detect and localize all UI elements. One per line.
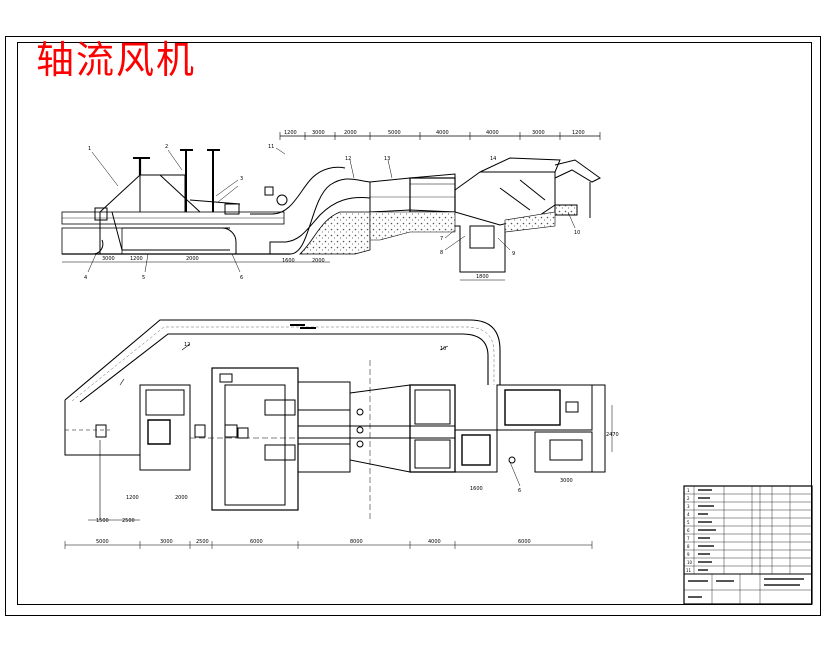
dim-label: 4000 [436, 130, 449, 136]
top-dim-labels: 1200 3000 2000 5000 4000 4000 3000 1200 [284, 130, 585, 136]
dim-label: 2470 [606, 432, 619, 438]
dim-label: 3000 [560, 478, 573, 484]
dim-label: 1200 [130, 256, 143, 262]
dim-label: 1800 [476, 274, 489, 280]
part-label: 6 [240, 275, 243, 281]
row-number: 9 [687, 552, 690, 557]
dim-label: 1200 [284, 130, 297, 136]
row-number: 4 [687, 512, 690, 517]
bottom-dim-labels: 3000 1200 2000 1600 2000 1800 [102, 256, 489, 280]
part-label: 3 [240, 176, 243, 182]
dim-label: 4000 [486, 130, 499, 136]
dim-label: 3000 [532, 130, 545, 136]
part-labels: 1 2 3 4 5 6 7 8 9 10 11 12 13 14 [84, 144, 580, 281]
part-label: 12 [345, 156, 351, 162]
dim-label: 6000 [518, 539, 531, 545]
part-label: 7 [440, 236, 443, 242]
dim-label: 1600 [282, 258, 295, 264]
drawing-title: 轴流风机 [36, 38, 197, 82]
part-label: 2 [165, 144, 168, 150]
row-number: 1 [687, 488, 690, 493]
dim-label: 5000 [96, 539, 109, 545]
part-label: 9 [512, 251, 515, 257]
plan-label: 10 [440, 346, 446, 352]
part-label: 11 [268, 144, 274, 150]
dim-label: 6000 [250, 539, 263, 545]
dim-label: 1200 [126, 495, 139, 501]
part-label: 1 [88, 146, 91, 152]
plan-label: 12 [184, 342, 190, 348]
dim-label: 1200 [572, 130, 585, 136]
dim-label: 2500 [196, 539, 209, 545]
dim-label: 3000 [102, 256, 115, 262]
drawing-border-inner [17, 42, 812, 605]
row-number: 7 [687, 536, 690, 541]
title-block: 1 2 3 4 5 6 7 8 9 10 11 [683, 485, 813, 605]
part-label: 8 [440, 250, 443, 256]
dim-label: 1500 [96, 518, 109, 524]
dim-label: 1600 [470, 486, 483, 492]
dim-label: 2500 [122, 518, 135, 524]
part-label: 14 [490, 156, 496, 162]
dim-label: 2000 [344, 130, 357, 136]
dim-label: 3000 [160, 539, 173, 545]
part-label: 4 [84, 275, 87, 281]
title-block-rows: 1 2 3 4 5 6 7 8 9 10 11 [686, 488, 693, 573]
row-number: 2 [687, 496, 690, 501]
row-number: 8 [687, 544, 690, 549]
row-number: 11 [686, 568, 692, 573]
dim-label: 2000 [312, 258, 325, 264]
plan-dim-labels: 5000 3000 2500 6000 8000 4000 6000 1200 … [96, 342, 619, 545]
dim-label: 2000 [175, 495, 188, 501]
dim-label: 3000 [312, 130, 325, 136]
dim-label: 8000 [350, 539, 363, 545]
dim-label: 4000 [428, 539, 441, 545]
dim-label: 5000 [388, 130, 401, 136]
part-label: 5 [142, 275, 145, 281]
drawing-border-outer [5, 36, 821, 616]
dim-label: 2000 [186, 256, 199, 262]
plan-view: 5000 3000 2500 6000 8000 4000 6000 1200 … [64, 319, 619, 549]
part-label: 13 [384, 156, 390, 162]
row-number: 10 [687, 560, 693, 565]
plan-label: 6 [518, 488, 521, 494]
elevation-view: 1200 3000 2000 5000 4000 4000 3000 1200 [61, 130, 601, 281]
row-number: 5 [687, 520, 690, 525]
part-label: 10 [574, 230, 580, 236]
row-number: 6 [687, 528, 690, 533]
row-number: 3 [687, 504, 690, 509]
